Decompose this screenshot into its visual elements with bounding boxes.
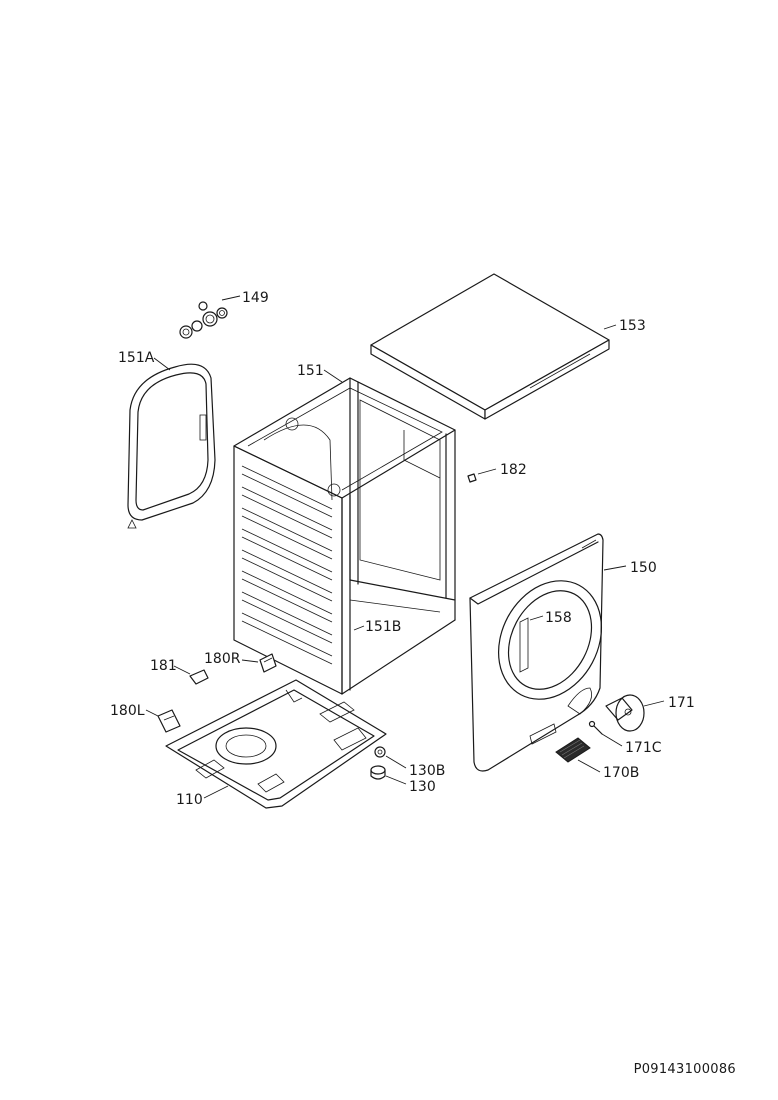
callout-171: 171 <box>668 695 695 711</box>
part-150-front-panel <box>469 533 604 772</box>
part-149-ring-set <box>179 301 228 339</box>
callout-182: 182 <box>500 462 527 478</box>
part-110-base-plate <box>165 679 387 809</box>
part-130B-foot-nut <box>374 746 386 758</box>
part-182-screw <box>467 473 477 483</box>
callout-151A: 151A <box>118 350 155 366</box>
part-151A-door-frame <box>127 363 216 529</box>
callout-180L: 180L <box>110 703 145 719</box>
callout-170B: 170B <box>603 765 639 781</box>
callout-150: 150 <box>630 560 657 576</box>
document-code: P09143100086 <box>633 1062 736 1077</box>
part-171C-pin <box>588 720 603 735</box>
callout-151: 151 <box>297 363 324 379</box>
part-181-clip <box>189 669 209 685</box>
callout-153: 153 <box>619 318 646 334</box>
part-130-foot <box>370 765 386 780</box>
part-171-filter-cap <box>605 694 645 732</box>
callout-130B: 130B <box>409 763 445 779</box>
part-151-cabinet <box>233 377 456 695</box>
callout-158: 158 <box>545 610 572 626</box>
part-170B-filter-grille <box>555 737 591 763</box>
part-153-top-cover <box>370 273 610 420</box>
callout-110: 110 <box>176 792 203 808</box>
callout-149: 149 <box>242 290 269 306</box>
callout-171C: 171C <box>625 740 662 756</box>
callout-130: 130 <box>409 779 436 795</box>
part-180L-hinge-left <box>157 709 181 733</box>
part-180R-hinge-right <box>259 653 277 673</box>
callout-151B: 151B <box>365 619 401 635</box>
callout-181: 181 <box>150 658 177 674</box>
callout-180R: 180R <box>204 651 241 667</box>
